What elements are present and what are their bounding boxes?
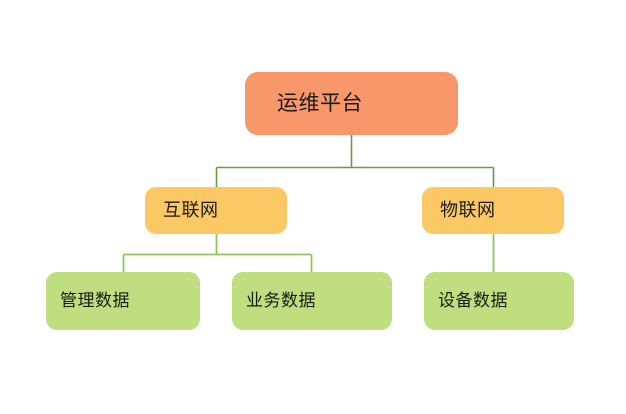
node-internet[interactable]: 互联网: [145, 187, 287, 234]
node-label-business-data: 业务数据: [246, 290, 316, 311]
node-label-device-data: 设备数据: [438, 290, 508, 311]
node-root-operations-platform[interactable]: 运维平台: [245, 72, 458, 135]
edge-internet-to-children: [122, 234, 313, 272]
node-label-root: 运维平台: [277, 90, 363, 115]
node-label-iot: 物联网: [440, 199, 496, 221]
node-management-data[interactable]: 管理数据: [46, 272, 200, 330]
node-iot[interactable]: 物联网: [422, 187, 564, 234]
node-device-data[interactable]: 设备数据: [424, 272, 574, 330]
node-business-data[interactable]: 业务数据: [232, 272, 392, 330]
node-label-management-data: 管理数据: [60, 290, 130, 311]
node-label-internet: 互联网: [163, 199, 219, 221]
edge-root-to-level2: [215, 135, 495, 187]
